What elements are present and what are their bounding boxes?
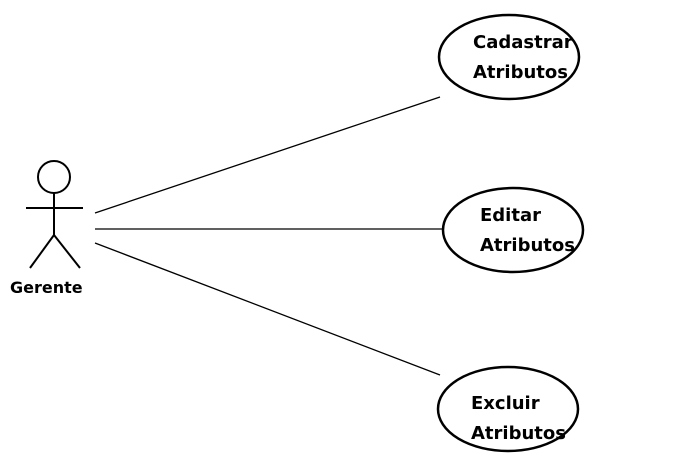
actor-right-leg <box>53 234 81 269</box>
use-case-ellipse <box>437 13 581 101</box>
use-case-label-line1: Editar <box>480 205 541 226</box>
actor-name: Gerente <box>10 278 83 297</box>
use-case-label-line1: Cadastrar <box>473 32 573 53</box>
use-case-editar-atributos[interactable]: Editar Atributos <box>441 186 585 274</box>
association-excluir <box>94 242 441 376</box>
use-case-ellipse <box>441 186 585 274</box>
actor-head <box>37 160 71 194</box>
association-cadastrar <box>94 96 441 214</box>
use-case-cadastrar-atributos[interactable]: Cadastrar Atributos <box>437 13 581 101</box>
use-case-label-line1: Excluir <box>471 393 540 414</box>
use-case-ellipse <box>436 365 580 453</box>
actor-left-leg <box>29 234 55 269</box>
actor-gerente[interactable]: Gerente <box>10 160 83 297</box>
use-case-label-line2: Atributos <box>480 235 575 256</box>
use-case-label-line2: Atributos <box>473 62 568 83</box>
use-case-excluir-atributos[interactable]: Excluir Atributos <box>436 365 580 453</box>
use-case-label-line2: Atributos <box>471 423 566 444</box>
